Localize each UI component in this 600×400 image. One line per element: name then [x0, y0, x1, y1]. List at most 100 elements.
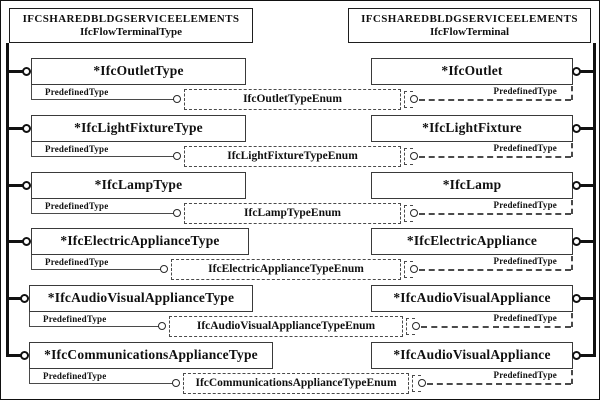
entity-title: *IfcElectricAppliance [406, 233, 538, 248]
attr-line-solid [31, 99, 174, 100]
entity-title: *IfcAudioVisualApplianceType [47, 290, 235, 305]
attr-circle-icon [158, 322, 166, 330]
attr-label-left: PredefinedType [45, 201, 109, 211]
attr-label-left: PredefinedType [43, 314, 107, 324]
entity-box-right: *IfcAudioVisualAppliance [371, 342, 573, 369]
attr-compartment-line [31, 142, 32, 157]
enum-title: IfcAudioVisualApplianceTypeEnum [196, 320, 376, 332]
entity-box-left: *IfcOutletType [31, 58, 246, 85]
left-bus-stub-line [8, 240, 24, 243]
attr-label-left: PredefinedType [45, 87, 109, 97]
left-bus-stub-line [8, 127, 24, 130]
left-connection-circle-icon [22, 67, 31, 76]
enum-type-box: IfcElectricApplianceTypeEnum [171, 259, 401, 280]
entity-box-left: *IfcLampType [31, 172, 246, 199]
right-bus-stub-line [579, 240, 595, 243]
enum-type-box: IfcLightFixtureTypeEnum [184, 146, 401, 167]
attr-compartment-line [29, 312, 30, 327]
left-bus-stub-line [8, 70, 24, 73]
attr-elbow-dashed [571, 370, 573, 384]
attr-label-left: PredefinedType [45, 257, 109, 267]
right-bus-stub-line [579, 127, 595, 130]
schema-header-left: IFCSHAREDBLDGSERVICEELEMENTS IfcFlowTerm… [9, 8, 253, 43]
enum-title: IfcElectricApplianceTypeEnum [208, 263, 364, 275]
reference-circle-icon [412, 322, 420, 330]
attr-elbow-dashed [571, 86, 573, 100]
entity-box-right: *IfcAudioVisualAppliance [371, 285, 573, 312]
attr-label-right: PredefinedType [493, 313, 557, 323]
attr-label-right: PredefinedType [493, 143, 557, 153]
enum-type-box: IfcLampTypeEnum [184, 203, 401, 224]
right-bus-stub-line [579, 70, 595, 73]
attr-circle-icon [172, 379, 180, 387]
entity-box-right: *IfcElectricAppliance [371, 228, 573, 255]
reference-circle-icon [410, 95, 418, 103]
schema-header-right: IFCSHAREDBLDGSERVICEELEMENTS IfcFlowTerm… [348, 8, 591, 43]
attr-line-solid [29, 383, 173, 384]
schema-entity: IfcFlowTerminal [429, 25, 510, 38]
left-connection-circle-icon [20, 294, 29, 303]
entity-box-left: *IfcAudioVisualApplianceType [29, 285, 253, 312]
entity-title: *IfcOutlet [441, 63, 503, 78]
schema-name: IFCSHAREDBLDGSERVICEELEMENTS [361, 12, 578, 25]
relation-row-communicationsappliance: *IfcCommunicationsApplianceType Predefin… [1, 342, 599, 398]
reference-circle-icon [410, 152, 418, 160]
relation-row-lightfixture: *IfcLightFixtureType PredefinedType IfcL… [1, 115, 599, 171]
enum-title: IfcLightFixtureTypeEnum [227, 150, 358, 162]
attr-elbow-dashed [571, 313, 573, 327]
attr-label-right: PredefinedType [493, 370, 557, 380]
entity-title: *IfcLightFixture [422, 120, 522, 135]
reference-bracket-icon [404, 205, 413, 222]
attr-circle-icon [173, 95, 181, 103]
entity-box-right: *IfcLamp [371, 172, 573, 199]
left-connection-circle-icon [22, 237, 31, 246]
entity-box-left: *IfcCommunicationsApplianceType [29, 342, 273, 369]
attr-line-dashed [419, 99, 571, 101]
reference-bracket-icon [404, 91, 413, 108]
entity-title: *IfcCommunicationsApplianceType [44, 347, 258, 362]
attr-elbow-dashed [571, 200, 573, 214]
entity-box-right: *IfcLightFixture [371, 115, 573, 142]
left-bus-line [6, 43, 9, 357]
attr-line-dashed [419, 156, 571, 158]
right-bus-stub-line [579, 297, 595, 300]
relation-row-lamp: *IfcLampType PredefinedType IfcLampTypeE… [1, 172, 599, 228]
attr-circle-icon [173, 209, 181, 217]
reference-bracket-icon [404, 261, 413, 278]
attr-label-right: PredefinedType [493, 200, 557, 210]
attr-circle-icon [160, 265, 168, 273]
enum-type-box: IfcOutletTypeEnum [184, 89, 401, 110]
enum-title: IfcCommunicationsApplianceTypeEnum [195, 377, 397, 389]
left-bus-stub-line [8, 354, 22, 357]
reference-bracket-icon [412, 375, 421, 392]
entity-title: *IfcLamp [442, 177, 502, 192]
left-connection-circle-icon [22, 124, 31, 133]
relation-row-electricappliance: *IfcElectricApplianceType PredefinedType… [1, 228, 599, 284]
attr-line-solid [31, 213, 174, 214]
entity-box-right: *IfcOutlet [371, 58, 573, 85]
right-bus-stub-line [579, 184, 595, 187]
attr-compartment-line [31, 85, 32, 100]
right-bus-line [593, 43, 596, 357]
attr-label-left: PredefinedType [43, 371, 107, 381]
enum-type-box: IfcCommunicationsApplianceTypeEnum [183, 373, 409, 394]
attr-compartment-line [29, 369, 30, 384]
entity-title: *IfcOutletType [93, 63, 184, 78]
attr-compartment-line [31, 255, 32, 270]
right-bus-stub-line [579, 354, 595, 357]
attr-line-solid [29, 326, 159, 327]
reference-bracket-icon [406, 318, 415, 335]
attr-label-right: PredefinedType [493, 86, 557, 96]
attr-line-dashed [419, 213, 571, 215]
relation-row-outlet: *IfcOutletType PredefinedType IfcOutletT… [1, 58, 599, 114]
reference-bracket-icon [404, 148, 413, 165]
attr-compartment-line [31, 199, 32, 214]
attr-elbow-dashed [571, 143, 573, 157]
attr-label-left: PredefinedType [45, 144, 109, 154]
reference-circle-icon [410, 265, 418, 273]
schema-entity: IfcFlowTerminalType [79, 25, 183, 38]
enum-type-box: IfcAudioVisualApplianceTypeEnum [169, 316, 403, 337]
attr-line-solid [31, 269, 161, 270]
enum-title: IfcLampTypeEnum [244, 207, 341, 219]
